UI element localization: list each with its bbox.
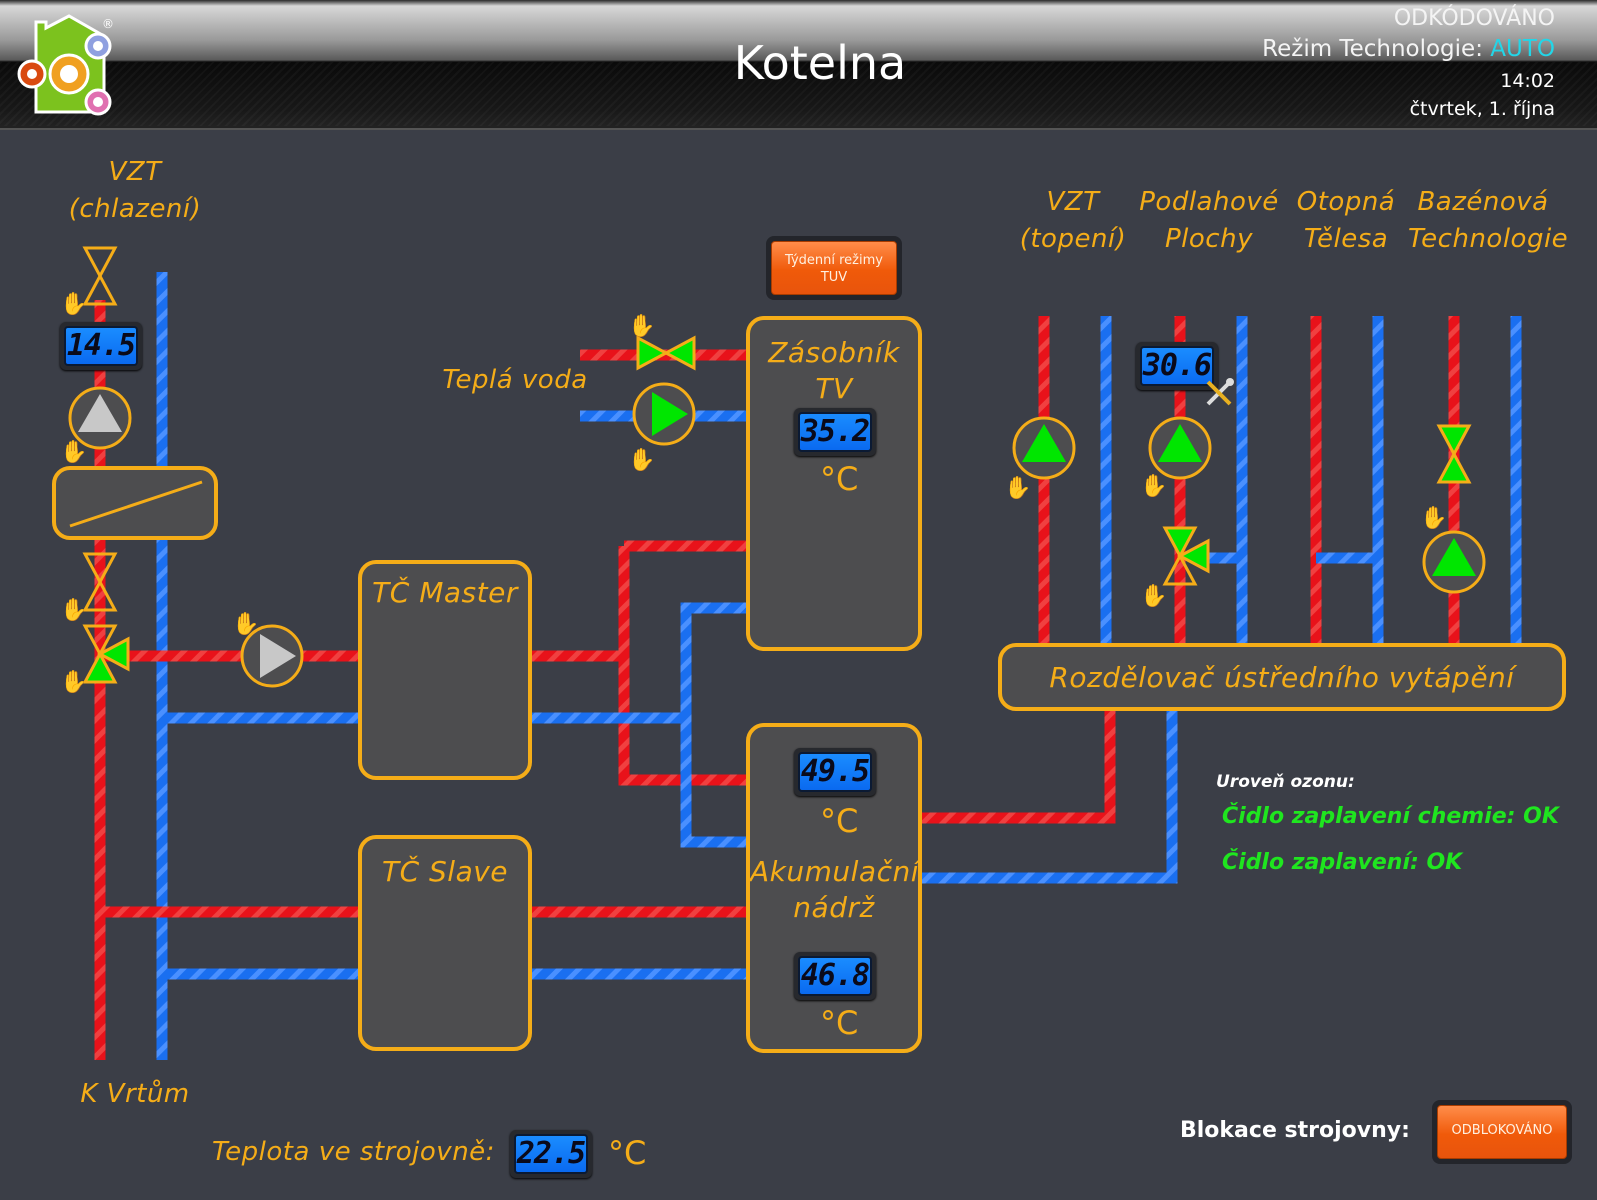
tepla-voda-label: Teplá voda — [442, 365, 588, 395]
manual-hand-icon[interactable]: ✋ — [1140, 474, 1168, 499]
bazenova-pump-arrow-icon — [1432, 538, 1476, 576]
decode-status: ODKÓDOVÁNO — [1393, 6, 1555, 31]
svg-text:®: ® — [102, 17, 114, 31]
tepla-voda-pump[interactable] — [632, 382, 696, 446]
tepla-voda-valve[interactable] — [636, 335, 696, 371]
podlahove-label-2: Plochy — [1165, 224, 1253, 254]
vzt-cooling-valve-top[interactable] — [82, 246, 118, 306]
vzt-cooling-label-1: VZT — [108, 157, 162, 187]
manual-hand-icon[interactable]: ✋ — [628, 314, 656, 339]
zasobnik-label-2: TV — [815, 372, 853, 405]
tc-master-label: TČ Master — [372, 576, 518, 609]
vzt-cooling-temp-display: 14.5 — [60, 322, 142, 370]
weekly-modes-tuv-button[interactable]: Týdenní režimy TUV — [766, 236, 902, 300]
clock-time: 14:02 — [1500, 70, 1555, 92]
manual-hand-icon[interactable]: ✋ — [60, 292, 88, 317]
otopna-label-1: Otopná — [1296, 187, 1396, 217]
tc-master-pump[interactable] — [240, 624, 304, 688]
podlahove-temp-value: 30.6 — [1140, 346, 1214, 386]
zasobnik-temp-value: 35.2 — [798, 412, 872, 452]
unblock-button[interactable]: ODBLOKOVÁNO — [1432, 1100, 1572, 1164]
hot-pipe-akum-rozdelovac — [920, 706, 1116, 824]
manual-hand-icon[interactable]: ✋ — [628, 448, 656, 473]
bazenova-valve[interactable] — [1436, 424, 1472, 484]
header-bar: ® Kotelna ODKÓDOVÁNO Režim Technologie: … — [0, 0, 1597, 130]
service-wrench-icon[interactable] — [1204, 378, 1234, 408]
podlahove-label-1: Podlahové — [1139, 187, 1279, 217]
vzt-heating-pump-arrow-icon — [1022, 424, 1066, 462]
zasobnik-unit: °C — [820, 460, 859, 498]
weekly-modes-label-2: TUV — [820, 270, 848, 285]
manual-hand-icon[interactable]: ✋ — [1004, 476, 1032, 501]
vzt-cooling-label-2: (chlazení) — [68, 194, 202, 224]
tc-master-box[interactable]: TČ Master — [358, 560, 532, 780]
rozdelovac-label: Rozdělovač ústředního vytápění — [1049, 661, 1515, 694]
podlahove-temp-display: 30.6 — [1136, 342, 1218, 390]
heat-exchanger-line-icon — [69, 480, 203, 528]
vzt-cooling-mixing-valve[interactable] — [82, 624, 130, 684]
manual-hand-icon[interactable]: ✋ — [232, 612, 260, 637]
mode-label: Režim Technologie: — [1262, 36, 1483, 62]
vzt-cooling-temp-value: 14.5 — [64, 326, 138, 366]
vzt-heating-label-2: (topení) — [1019, 224, 1127, 254]
bazenova-pump[interactable] — [1422, 530, 1486, 594]
block-room-label: Blokace strojovny: — [1180, 1118, 1410, 1143]
zasobnik-label-1: Zásobník — [768, 336, 900, 369]
manual-hand-icon[interactable]: ✋ — [1420, 506, 1448, 531]
house-gears-logo-icon: ® — [17, 14, 114, 116]
tc-slave-box[interactable]: TČ Slave — [358, 835, 532, 1051]
tc-slave-label: TČ Slave — [381, 855, 509, 888]
vzt-cooling-pump[interactable] — [68, 386, 132, 450]
otopna-label-2: Tělesa — [1303, 224, 1389, 254]
hot-pipe-riser-vertical — [618, 546, 750, 786]
ozone-level-label: Uroveň ozonu: — [1216, 772, 1355, 792]
vzt-heating-label-1: VZT — [1046, 187, 1100, 217]
rozdelovac-box[interactable]: Rozdělovač ústředního vytápění — [998, 643, 1566, 711]
akum-bottom-unit: °C — [820, 1004, 859, 1042]
bazenova-label-1: Bazénová — [1417, 187, 1549, 217]
tc-master-pump-arrow-icon — [260, 634, 296, 678]
vzt-heat-exchanger[interactable] — [52, 466, 218, 540]
cold-pipe-riser-vertical — [680, 602, 750, 848]
vzt-cooling-valve-mid[interactable] — [82, 552, 118, 612]
strojovna-temp-value: 22.5 — [514, 1134, 588, 1174]
k-vrtum-label: K Vrtům — [80, 1079, 190, 1109]
zasobnik-tv-box[interactable]: Zásobník TV — [746, 316, 922, 651]
podlahove-pump-arrow-icon — [1158, 424, 1202, 462]
manual-hand-icon[interactable]: ✋ — [60, 670, 88, 695]
tepla-voda-pump-arrow-icon — [652, 392, 688, 436]
manual-hand-icon[interactable]: ✋ — [60, 440, 88, 465]
podlahove-mixing-valve[interactable] — [1162, 526, 1210, 586]
akum-top-temp-display: 49.5 — [794, 748, 876, 796]
weekly-modes-label-1: Týdenní režimy — [785, 253, 883, 268]
mode-value[interactable]: AUTO — [1490, 36, 1555, 62]
unblock-label: ODBLOKOVÁNO — [1437, 1105, 1567, 1159]
technology-mode: Režim Technologie: AUTO — [1262, 36, 1555, 62]
clock-date: čtvrtek, 1. října — [1409, 98, 1555, 120]
chem-flood-sensor-status: Čidlo zaplavení chemie: OK — [1222, 804, 1559, 829]
flood-sensor-status: Čidlo zaplavení: OK — [1222, 850, 1463, 875]
bazenova-label-2: Technologie — [1408, 224, 1569, 254]
zasobnik-temp-display: 35.2 — [794, 408, 876, 456]
cold-pipe-akum-rozdelovac — [920, 706, 1178, 884]
akum-top-temp-value: 49.5 — [798, 752, 872, 792]
manual-hand-icon[interactable]: ✋ — [60, 598, 88, 623]
vzt-heating-pump[interactable] — [1012, 416, 1076, 480]
podlahove-pump[interactable] — [1148, 416, 1212, 480]
page-title: Kotelna — [733, 36, 907, 90]
akum-top-unit: °C — [820, 802, 859, 840]
strojovna-temp-display: 22.5 — [510, 1130, 592, 1178]
teplota-strojovne-label: Teplota ve strojovně: — [212, 1137, 495, 1167]
strojovna-unit: °C — [608, 1134, 647, 1172]
akum-label-2: nádrž — [793, 891, 875, 924]
akum-bottom-temp-display: 46.8 — [794, 952, 876, 1000]
akum-label-1: Akumulační — [750, 855, 919, 888]
header-texture — [0, 62, 1597, 126]
akum-bottom-temp-value: 46.8 — [798, 956, 872, 996]
manual-hand-icon[interactable]: ✋ — [1140, 584, 1168, 609]
vzt-cooling-pump-arrow-icon — [78, 394, 122, 432]
